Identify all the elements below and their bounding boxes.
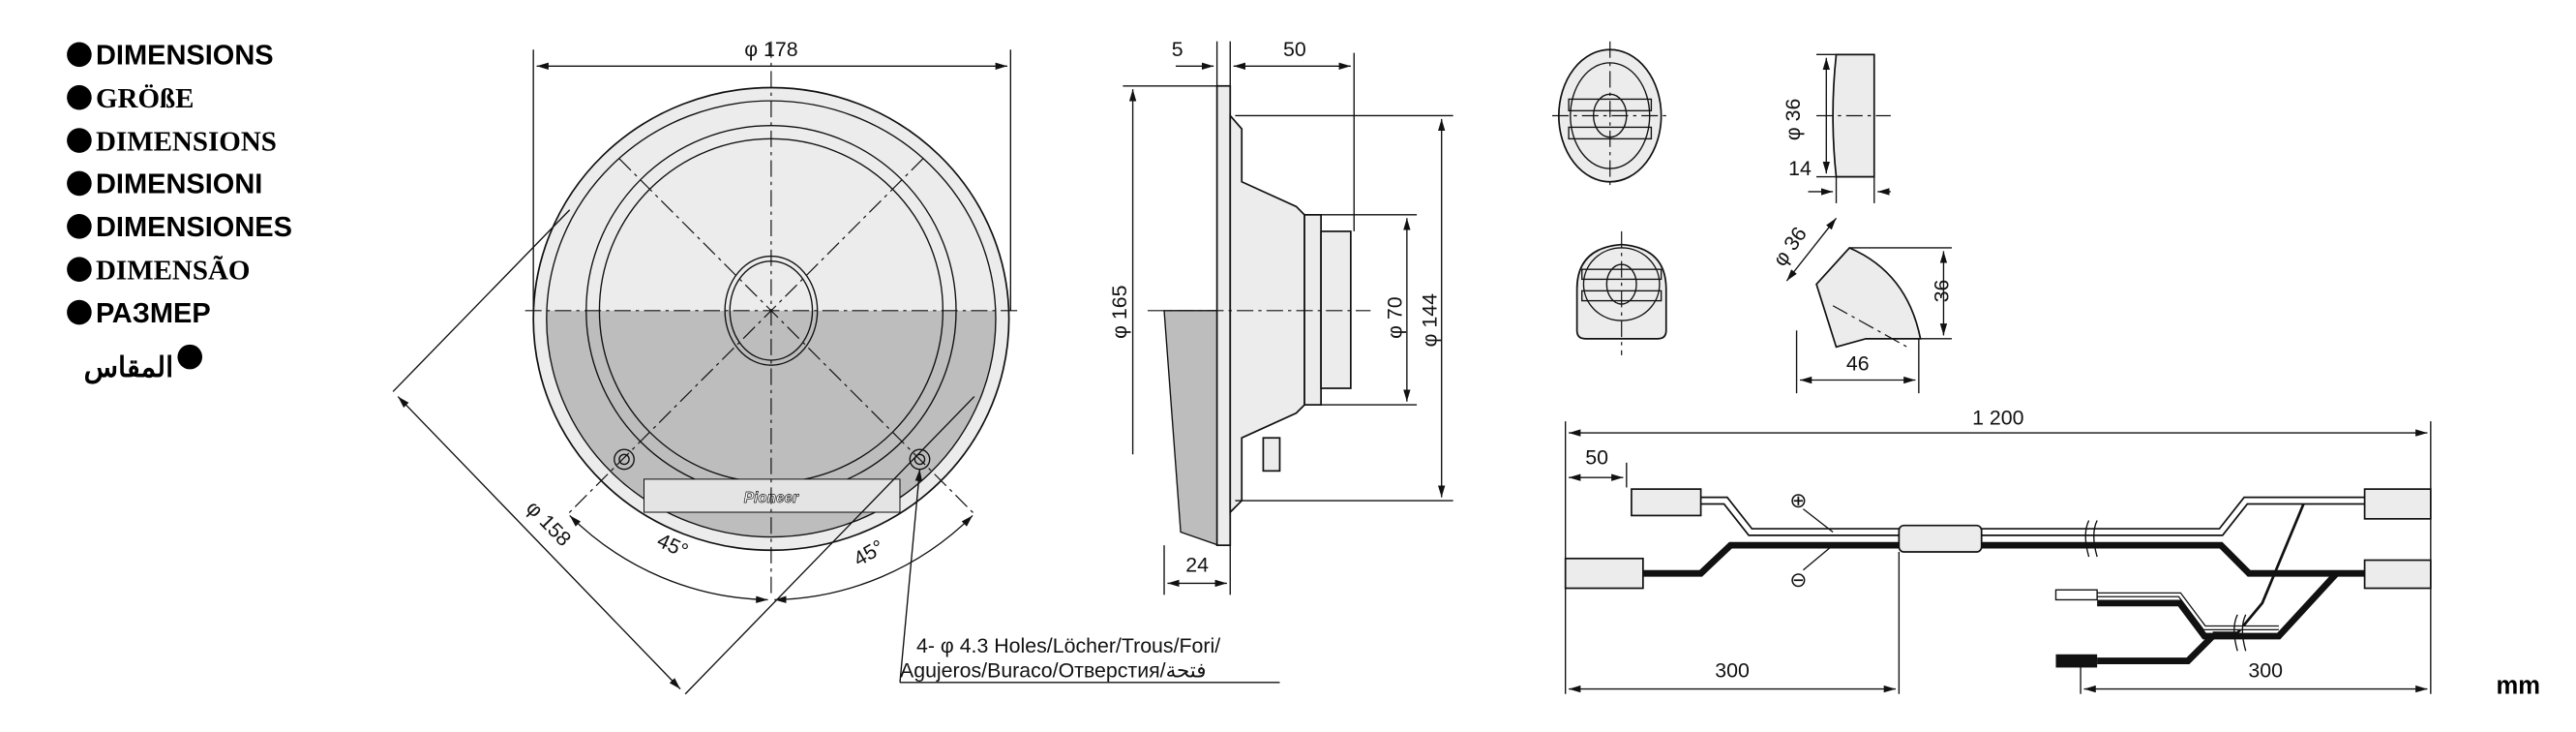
cable-junction [1898,524,1983,553]
tweeter-angled-views: 36 φ 36 46 [1575,217,1954,394]
title-text: المقاس [84,352,174,384]
dimension-tweeter-angled-diameter: φ 36 [1768,223,1812,270]
tweeter-flush-views: φ 36 14 [1552,41,1891,203]
dimension-cutout-diameter: φ 165 [1108,286,1131,339]
dimension-tweeter-height: 36 [1931,280,1954,303]
title-pt: DIMENSÃO [67,254,250,286]
title-text: РАЗМЕР [96,298,211,329]
minus-icon: ⊖ [1789,568,1807,592]
title-es: DIMENSIONES [67,212,292,243]
title-ru: РАЗМЕР [67,298,211,329]
dimension-flange: 5 [1172,38,1183,61]
dimension-cable-right: 300 [2248,659,2283,683]
plus-icon: ⊕ [1789,489,1807,512]
title-ar: المقاس [84,344,203,384]
wire-end-white [2054,589,2098,601]
dimension-mount-diameter: φ 158 [522,496,576,550]
wire-end-black [2055,654,2098,668]
speaker-side-view: 5 50 φ 165 φ 70 φ 144 24 [1108,38,1453,595]
dimension-cable-left: 300 [1715,659,1750,683]
dimension-cable-lead: 50 [1585,446,1608,470]
title-text: DIMENSIONES [96,212,292,243]
dimension-tweeter-diameter: φ 36 [1782,99,1805,140]
dimension-basket-diameter: φ 144 [1419,293,1442,347]
title-text: DIMENSÃO [96,254,251,286]
speaker-front-view: Pioneer φ 178 φ 158 45° 45° 4- φ 4.3 Hol… [392,38,1280,695]
connector-minus [1564,557,1644,590]
dimension-tweeter-angled-depth: 46 [1846,351,1870,375]
title-text: DIMENSIONI [96,169,262,200]
cable-diagram: 1 200 50 ⊕ ⊖ 300 300 [1564,407,2432,694]
title-de: GRÖßE [67,83,195,114]
title-text: DIMENSIONS [96,126,277,157]
unit-label: mm [2497,673,2541,700]
dimension-grille-depth: 24 [1185,553,1209,576]
title-list: DIMENSIONS GRÖßE DIMENSIONS DIMENSIONI D… [67,41,292,384]
dimension-depth: 50 [1283,38,1306,61]
holes-note-line1: 4- φ 4.3 Holes/Löcher/Trous/Fori/ [916,634,1220,657]
holes-note-line2: Agujeros/Buraco/Отверстия/فتحة [900,659,1206,683]
angle-right-label: 45° [850,535,888,571]
title-en: DIMENSIONS [67,41,274,72]
title-it: DIMENSIONI [67,169,262,200]
title-fr: DIMENSIONS [67,126,277,157]
title-text: DIMENSIONS [96,41,274,72]
connector-tweeter-plus [2363,488,2432,520]
dimension-outer-diameter: φ 178 [744,38,797,61]
title-text: GRÖßE [96,83,195,114]
connector-tweeter-minus [2363,559,2432,590]
dimension-tweeter-depth: 14 [1788,157,1812,180]
dimension-cable-total: 1 200 [1972,407,2024,430]
dimension-magnet-diameter: φ 70 [1384,296,1407,339]
connector-plus [1631,488,1702,517]
